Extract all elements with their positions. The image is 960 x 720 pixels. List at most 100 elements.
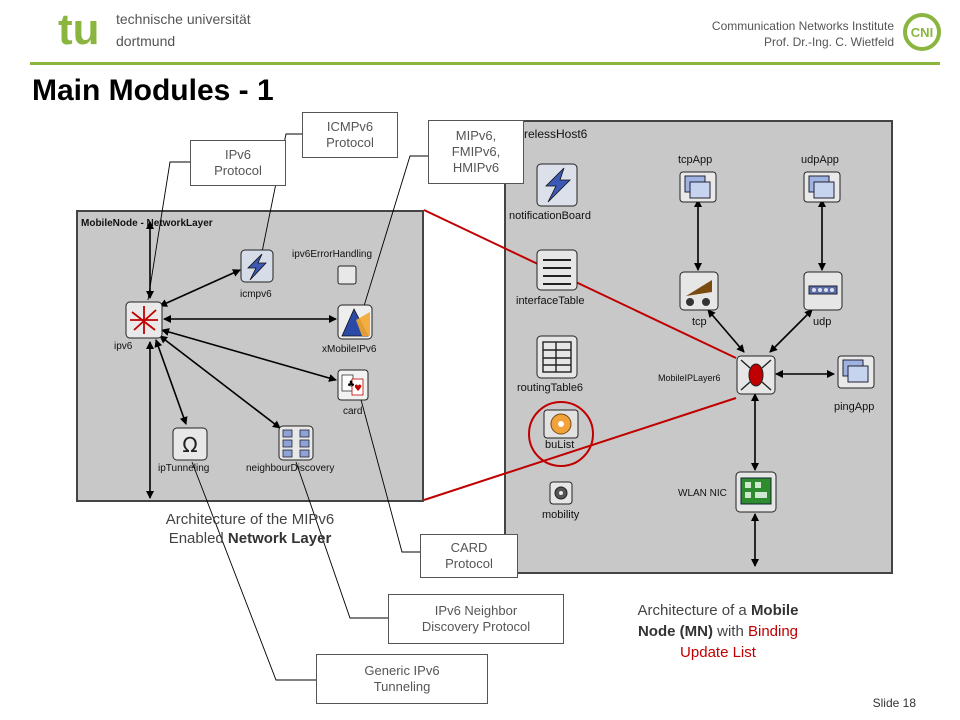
- caption-line: Enabled Network Layer: [100, 529, 400, 548]
- callout-text: Protocol: [214, 163, 262, 178]
- cni-logo: CNI: [903, 13, 941, 51]
- notification-board-icon: [536, 163, 578, 207]
- card-label: card: [343, 406, 363, 417]
- card-icon: ♣ ♥: [337, 369, 369, 401]
- caption-line: Architecture of the MIPv6: [165, 511, 335, 528]
- error-handling-icon: [337, 265, 357, 285]
- interface-table-label: interfaceTable: [516, 295, 585, 307]
- svg-text:♣: ♣: [347, 380, 355, 390]
- callout-text: Discovery Protocol: [421, 619, 531, 634]
- caption-network-layer: Architecture of the MIPv6 Enabled Networ…: [100, 510, 400, 548]
- caption-highlight: Binding: [747, 623, 799, 640]
- ipv6-label: ipv6: [114, 341, 133, 352]
- wlan-nic-icon: [735, 471, 777, 513]
- professor-name: Prof. Dr.-Ing. C. Wietfeld: [763, 35, 894, 49]
- bulist-icon: [543, 409, 579, 439]
- udp-app-icon: [803, 171, 841, 203]
- callout-generic-tunneling: Generic IPv6 Tunneling: [316, 654, 488, 704]
- callout-text: Tunneling: [373, 679, 431, 694]
- callout-mipv6: MIPv6, FMIPv6, HMIPv6: [428, 120, 524, 184]
- slide-title: Main Modules - 1: [32, 74, 274, 107]
- caption-line: Node (MN) with Binding: [598, 621, 838, 642]
- caption-line: Architecture of a Mobile: [598, 600, 838, 621]
- edge-ipv6-neighbour: [159, 335, 281, 429]
- leader-tunnel: [191, 461, 316, 681]
- svg-text:♥: ♥: [354, 384, 362, 394]
- routing-table-icon: [536, 335, 578, 379]
- mobility-label: mobility: [542, 509, 580, 521]
- caption-mobile-node: Architecture of a Mobile Node (MN) with …: [598, 600, 838, 663]
- udp-label: udp: [813, 316, 832, 328]
- institute-info: Communication Networks Institute Prof. D…: [712, 18, 894, 50]
- callout-text: IPv6 Neighbor: [434, 603, 518, 618]
- edge-ipv6-card: [161, 328, 337, 382]
- mobile-ip-layer-label: MobileIPLayer6: [658, 373, 721, 383]
- callout-text: ICMPv6: [326, 119, 374, 134]
- caption-highlight: Update List: [680, 644, 756, 661]
- callout-text: FMIPv6,: [451, 144, 501, 159]
- callout-text: CARD: [450, 540, 488, 555]
- institute-name: Communication Networks Institute: [711, 19, 894, 33]
- svg-text:tu: tu: [58, 10, 100, 50]
- mobility-icon: [549, 481, 573, 505]
- callout-card-protocol: CARD Protocol: [420, 534, 518, 578]
- callout-text: Protocol: [326, 135, 374, 150]
- bulist-label: buList: [545, 439, 575, 451]
- caption-emphasis: Mobile: [750, 602, 799, 619]
- callout-icmpv6-protocol: ICMPv6 Protocol: [302, 112, 398, 158]
- neighbour-discovery-label: neighbourDiscovery: [246, 463, 335, 474]
- leader-card: [359, 395, 420, 553]
- tcp-app-icon: [679, 171, 717, 203]
- neighbour-discovery-icon: [278, 425, 314, 461]
- callout-ipv6-protocol: IPv6 Protocol: [190, 140, 286, 186]
- udp-app-label: udpApp: [801, 154, 839, 166]
- xmobile-ipv6-label: xMobileIPv6: [322, 344, 377, 355]
- interface-table-icon: [536, 249, 578, 291]
- ip-tunneling-label: ipTunneling: [158, 463, 210, 474]
- edge-udp-mipl: [769, 309, 813, 353]
- icmpv6-icon: [240, 249, 274, 283]
- zoom-line-top: [423, 209, 737, 359]
- caption-text: Enabled: [168, 530, 228, 547]
- wlan-nic-label: WLAN NIC: [678, 488, 727, 499]
- slide-number: Slide 18: [872, 696, 916, 710]
- leader-nd: [295, 461, 388, 619]
- mobile-ip-layer-icon: [736, 355, 776, 395]
- university-line1: technische universität: [116, 11, 251, 27]
- zoom-line-bottom: [423, 397, 737, 501]
- callout-text: HMIPv6: [452, 160, 500, 175]
- caption-emphasis: Network Layer: [227, 530, 332, 547]
- edge-ipv6-icmpv6: [159, 269, 241, 307]
- host-panel-title: relessHost6: [524, 127, 588, 141]
- ip-tunneling-icon: Ω: [172, 427, 208, 461]
- leader-icmpv6: [259, 133, 302, 263]
- callout-neighbor-discovery: IPv6 Neighbor Discovery Protocol: [388, 594, 564, 644]
- caption-text: Architecture of a: [637, 602, 751, 619]
- udp-icon: [803, 271, 843, 311]
- routing-table-label: routingTable6: [517, 382, 584, 394]
- caption-text: with: [712, 623, 748, 640]
- tcp-app-label: tcpApp: [678, 154, 713, 166]
- error-handling-label: ipv6ErrorHandling: [292, 249, 373, 260]
- callout-text: Protocol: [445, 556, 493, 571]
- edge-tcp-mipl: [707, 309, 745, 353]
- callout-text: IPv6: [224, 147, 251, 162]
- svg-text:Ω: Ω: [182, 433, 197, 457]
- xmobile-ipv6-icon: [337, 304, 373, 340]
- tcp-label: tcp: [692, 316, 707, 328]
- university-name: technische universität dortmund: [116, 8, 251, 52]
- bulist-highlight-circle: [528, 401, 594, 467]
- callout-text: MIPv6,: [455, 128, 497, 143]
- tu-logo: tu: [58, 10, 100, 50]
- callout-text: Generic IPv6: [364, 663, 440, 678]
- icmpv6-label: icmpv6: [240, 289, 272, 300]
- header-rule: [30, 62, 940, 65]
- leader-mipv6: [363, 155, 428, 307]
- notification-board-label: notificationBoard: [509, 210, 591, 222]
- ipv6-icon: [125, 301, 163, 339]
- university-line2: dortmund: [116, 33, 176, 49]
- ping-app-label: pingApp: [834, 401, 875, 413]
- leader-ipv6: [147, 161, 190, 301]
- svg-text:CNI: CNI: [911, 25, 933, 40]
